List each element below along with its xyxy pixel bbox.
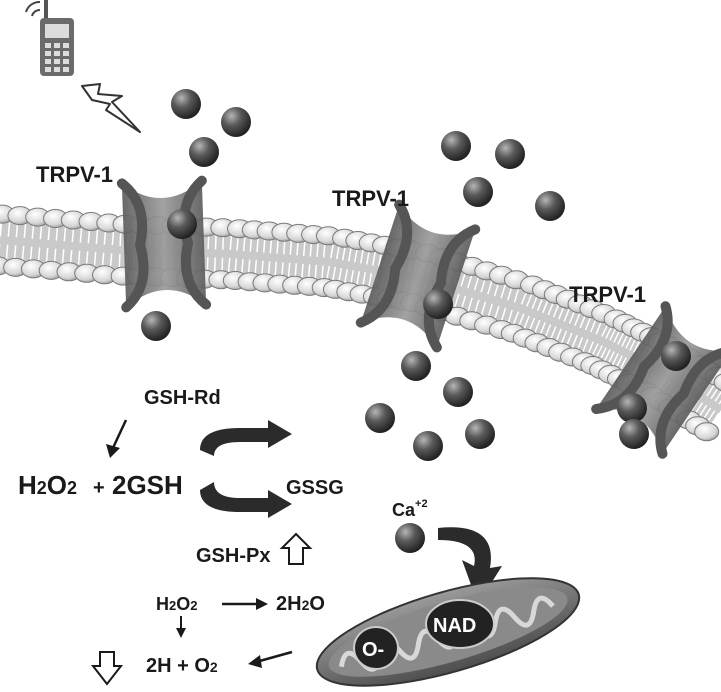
calcium-ion xyxy=(365,403,395,433)
calcium-ion xyxy=(423,289,453,319)
calcium-ion xyxy=(413,431,443,461)
calcium-ion xyxy=(441,131,471,161)
h2o2-label: H2O2 xyxy=(18,470,77,500)
calcium-ion xyxy=(495,139,525,169)
trpv1-channel xyxy=(116,175,212,313)
trpv1-label-3: TRPV-1 xyxy=(569,282,646,307)
gsh-px-label: GSH-Px xyxy=(196,545,270,567)
calcium-ion xyxy=(395,523,425,553)
trpv1-channel xyxy=(355,199,481,353)
nad-badge: NAD xyxy=(425,599,495,649)
calcium-ion xyxy=(463,177,493,207)
up-arrow-outline-icon xyxy=(279,532,313,565)
peroxide-reactions: H2O2 2H2O 2H + O2 xyxy=(90,593,325,686)
plus-sign: + xyxy=(93,477,105,499)
calcium-ion xyxy=(443,377,473,407)
reaction-products: 2H + O2 xyxy=(146,655,218,677)
calcium-ion xyxy=(167,209,197,239)
superoxide-label: O- xyxy=(362,639,384,661)
lipid-head xyxy=(694,422,720,442)
reaction-h2o2: H2O2 xyxy=(156,594,197,614)
calcium-ion xyxy=(619,419,649,449)
calcium-ion xyxy=(221,107,251,137)
mobile-phone-icon xyxy=(25,0,74,76)
superoxide-badge: O- xyxy=(353,626,399,670)
gsh-label: 2GSH xyxy=(112,470,183,500)
lightning-bolt-icon xyxy=(81,83,141,133)
calcium-ion xyxy=(535,191,565,221)
calcium-ion xyxy=(465,419,495,449)
calcium-ion xyxy=(171,89,201,119)
calcium-ions xyxy=(141,89,691,553)
calcium-ion xyxy=(141,311,171,341)
calcium-ion xyxy=(401,351,431,381)
calcium-ion xyxy=(617,393,647,423)
gssg-label: GSSG xyxy=(286,477,344,499)
trpv1-label-1: TRPV-1 xyxy=(36,162,113,187)
calcium-ion xyxy=(189,137,219,167)
glutathione-cycle: GSH-Rd H2O2 + 2GSH GSSG GSH-Px xyxy=(18,387,344,567)
trpv1-label-2: TRPV-1 xyxy=(332,186,409,211)
down-arrow-outline-icon xyxy=(90,651,124,686)
nad-label: NAD xyxy=(433,615,476,637)
trpv1-channel xyxy=(591,301,721,459)
lipid-head xyxy=(713,373,721,391)
reaction-water: 2H2O xyxy=(276,593,325,615)
calcium-ion xyxy=(661,341,691,371)
gsh-rd-label: GSH-Rd xyxy=(144,387,221,409)
calcium-label: Ca+2 xyxy=(392,498,428,520)
